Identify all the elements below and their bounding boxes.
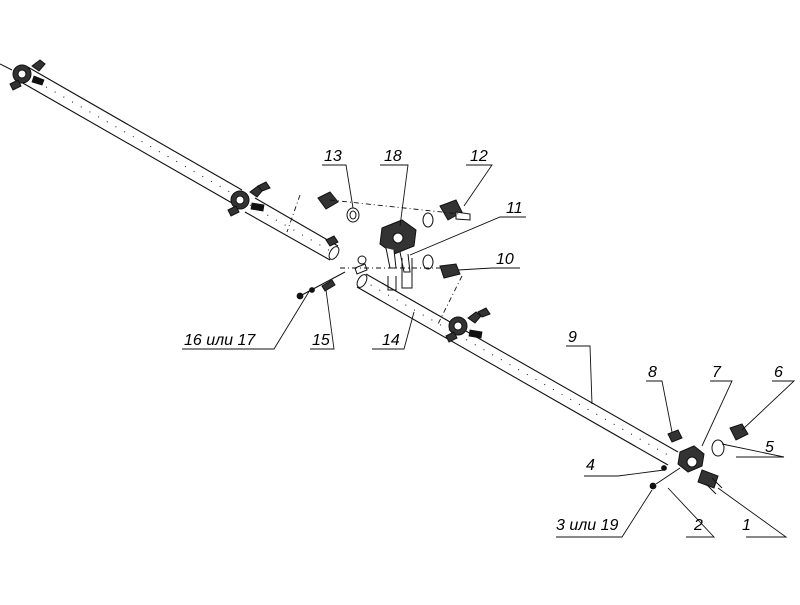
bolt-assembly bbox=[296, 271, 346, 300]
nozzle-holder-left-end bbox=[0, 59, 46, 91]
callout-18: 18 bbox=[384, 148, 402, 165]
central-coupling bbox=[286, 191, 471, 327]
callout-14: 14 bbox=[382, 332, 400, 349]
callout-7: 7 bbox=[712, 364, 722, 381]
nozzle-holder-upper bbox=[227, 181, 271, 217]
callout-12: 12 bbox=[470, 148, 488, 165]
callout-3: 3 или 19 bbox=[556, 517, 619, 534]
nozzle-holder-right-end bbox=[649, 423, 749, 495]
boom-pipe-upper bbox=[13, 65, 243, 204]
nozzle-holder-middle bbox=[445, 307, 491, 343]
callout-15: 15 bbox=[312, 332, 330, 349]
boom-pipe-lower bbox=[356, 273, 679, 466]
callout-2: 2 bbox=[693, 517, 703, 534]
leader-lines bbox=[182, 164, 796, 538]
callout-11: 11 bbox=[506, 200, 523, 217]
callout-labels: 1 2 3 или 19 4 5 6 7 8 9 10 11 12 13 14 … bbox=[184, 148, 783, 534]
callout-8: 8 bbox=[648, 364, 657, 381]
callout-4: 4 bbox=[586, 457, 595, 474]
callout-9: 9 bbox=[568, 329, 577, 346]
callout-13: 13 bbox=[324, 148, 342, 165]
callout-5: 5 bbox=[765, 439, 774, 456]
boom-pipe-middle-left bbox=[244, 197, 340, 261]
callout-16: 16 или 17 bbox=[184, 332, 256, 349]
callout-6: 6 bbox=[774, 364, 783, 381]
callout-10: 10 bbox=[496, 251, 514, 268]
callout-1: 1 bbox=[742, 517, 751, 534]
